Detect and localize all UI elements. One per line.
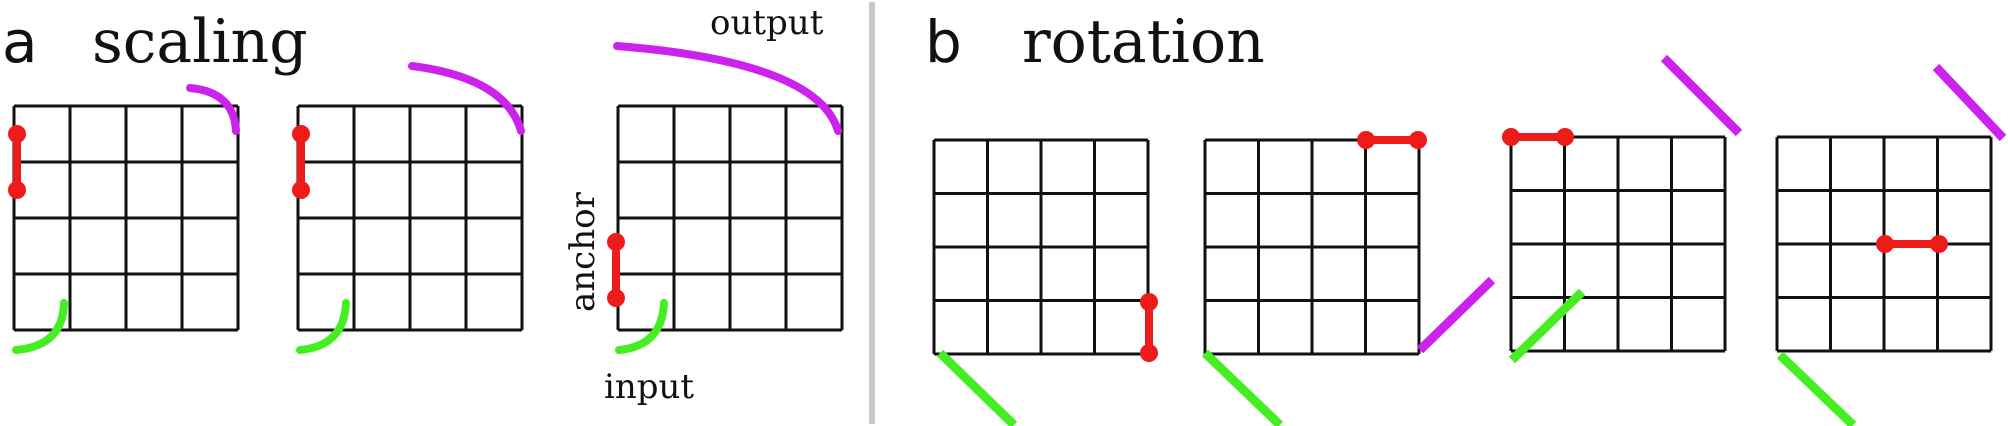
anchor-scaling-3 [607,233,625,307]
input-arc-2 [296,299,350,354]
input-line-3 [1508,288,1586,364]
anchor-rotation-3 [1502,128,1574,146]
input-line-2 [1201,349,1284,426]
scaling-grid-3 [616,104,844,332]
anchor-rotation-4 [1876,235,1948,253]
panel-a-letter: a [2,8,38,76]
rotation-grid-2 [1203,138,1421,356]
anchor-rotation-1 [1140,293,1158,362]
anchor-scaling-1 [8,125,26,199]
output-arc-3 [613,42,842,135]
anchor-rotation-2 [1357,131,1427,149]
output-label: output [710,3,824,43]
input-line-1 [936,349,1018,426]
input-line-4 [1776,351,1857,426]
panel-a-title: scaling [92,7,308,77]
scaling-grid-1 [12,104,240,332]
input-arc-1 [12,299,68,354]
rotation-grid-3 [1509,135,1727,353]
rotation-grid-1 [932,138,1150,356]
output-line-2 [1416,276,1496,354]
output-arc-2 [408,62,525,135]
panel-b-title: rotation [1022,7,1265,77]
input-label: input [604,367,694,407]
anchor-label: anchor [563,191,603,312]
output-line-4 [1932,63,2007,142]
output-arc-1 [186,84,240,135]
panel-b-letter: b [925,8,962,76]
output-line-3 [1660,54,1743,137]
anchor-scaling-2 [292,125,310,199]
scaling-grid-2 [296,104,524,332]
input-arc-3 [615,299,668,354]
